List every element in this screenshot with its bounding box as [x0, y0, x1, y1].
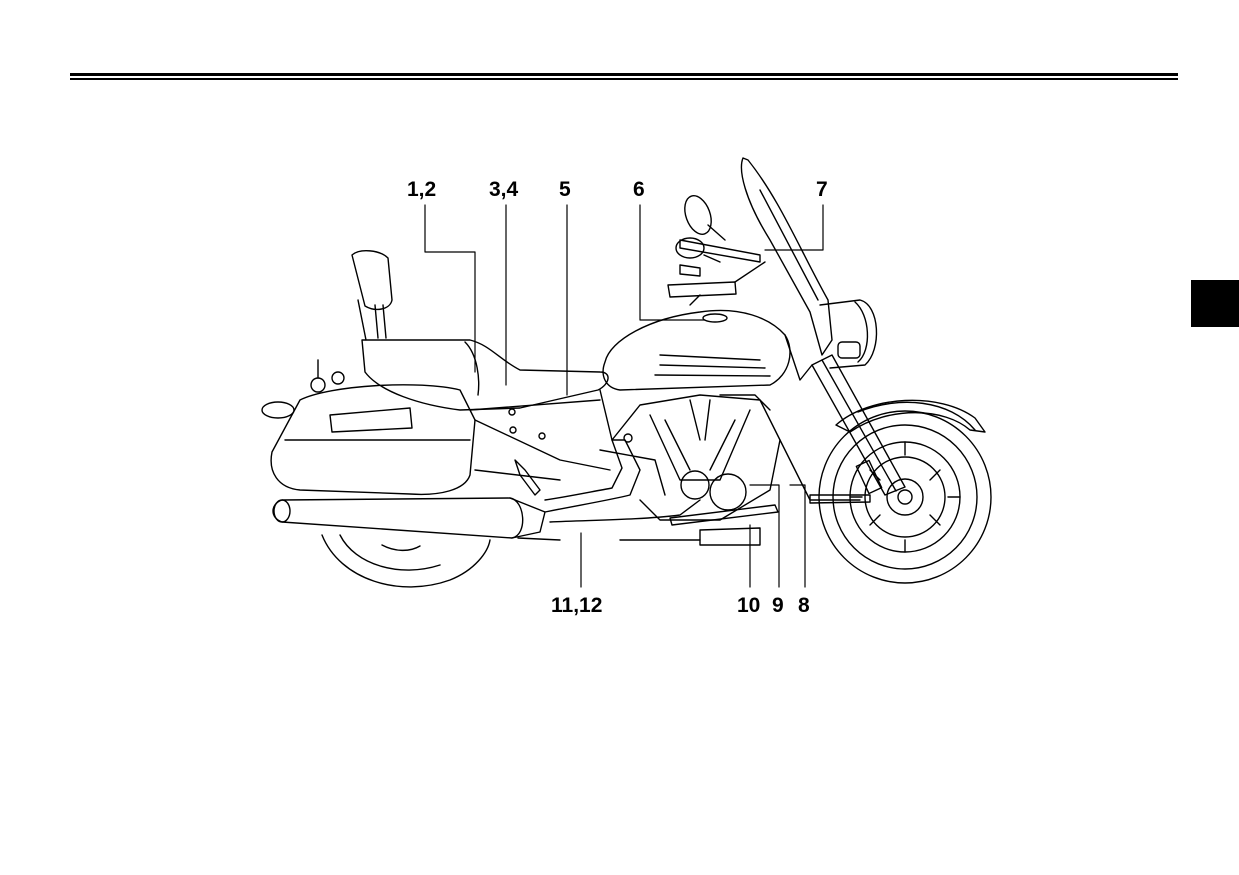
callout-7: 7 [816, 178, 828, 201]
rear-lights [261, 359, 345, 419]
windshield [740, 157, 833, 356]
saddlebag [270, 384, 476, 496]
callout-5: 5 [559, 178, 571, 201]
callout-9: 9 [772, 594, 784, 617]
front-fender [835, 399, 986, 433]
muffler [272, 497, 524, 539]
footboard [669, 504, 779, 526]
header-rule-thin [70, 78, 1178, 80]
headlight [819, 299, 878, 369]
rear-wheel [321, 534, 491, 588]
callout-8: 8 [798, 594, 810, 617]
chapter-tab [1191, 280, 1239, 327]
fuel-tank [602, 309, 791, 391]
callout-11-12: 11,12 [551, 594, 603, 617]
callout-10: 10 [737, 594, 761, 617]
front-fork [811, 354, 906, 496]
leader-lines [424, 204, 824, 588]
seat [361, 339, 609, 411]
exhaust-pipes [544, 439, 701, 523]
front-wheel [818, 401, 992, 584]
backrest [351, 250, 393, 341]
header-rule-thick [70, 73, 1178, 76]
callout-3-4: 3,4 [489, 178, 519, 201]
callout-6: 6 [633, 178, 645, 201]
callout-1-2: 1,2 [407, 178, 437, 201]
frame [469, 334, 871, 504]
handlebar [667, 195, 766, 306]
